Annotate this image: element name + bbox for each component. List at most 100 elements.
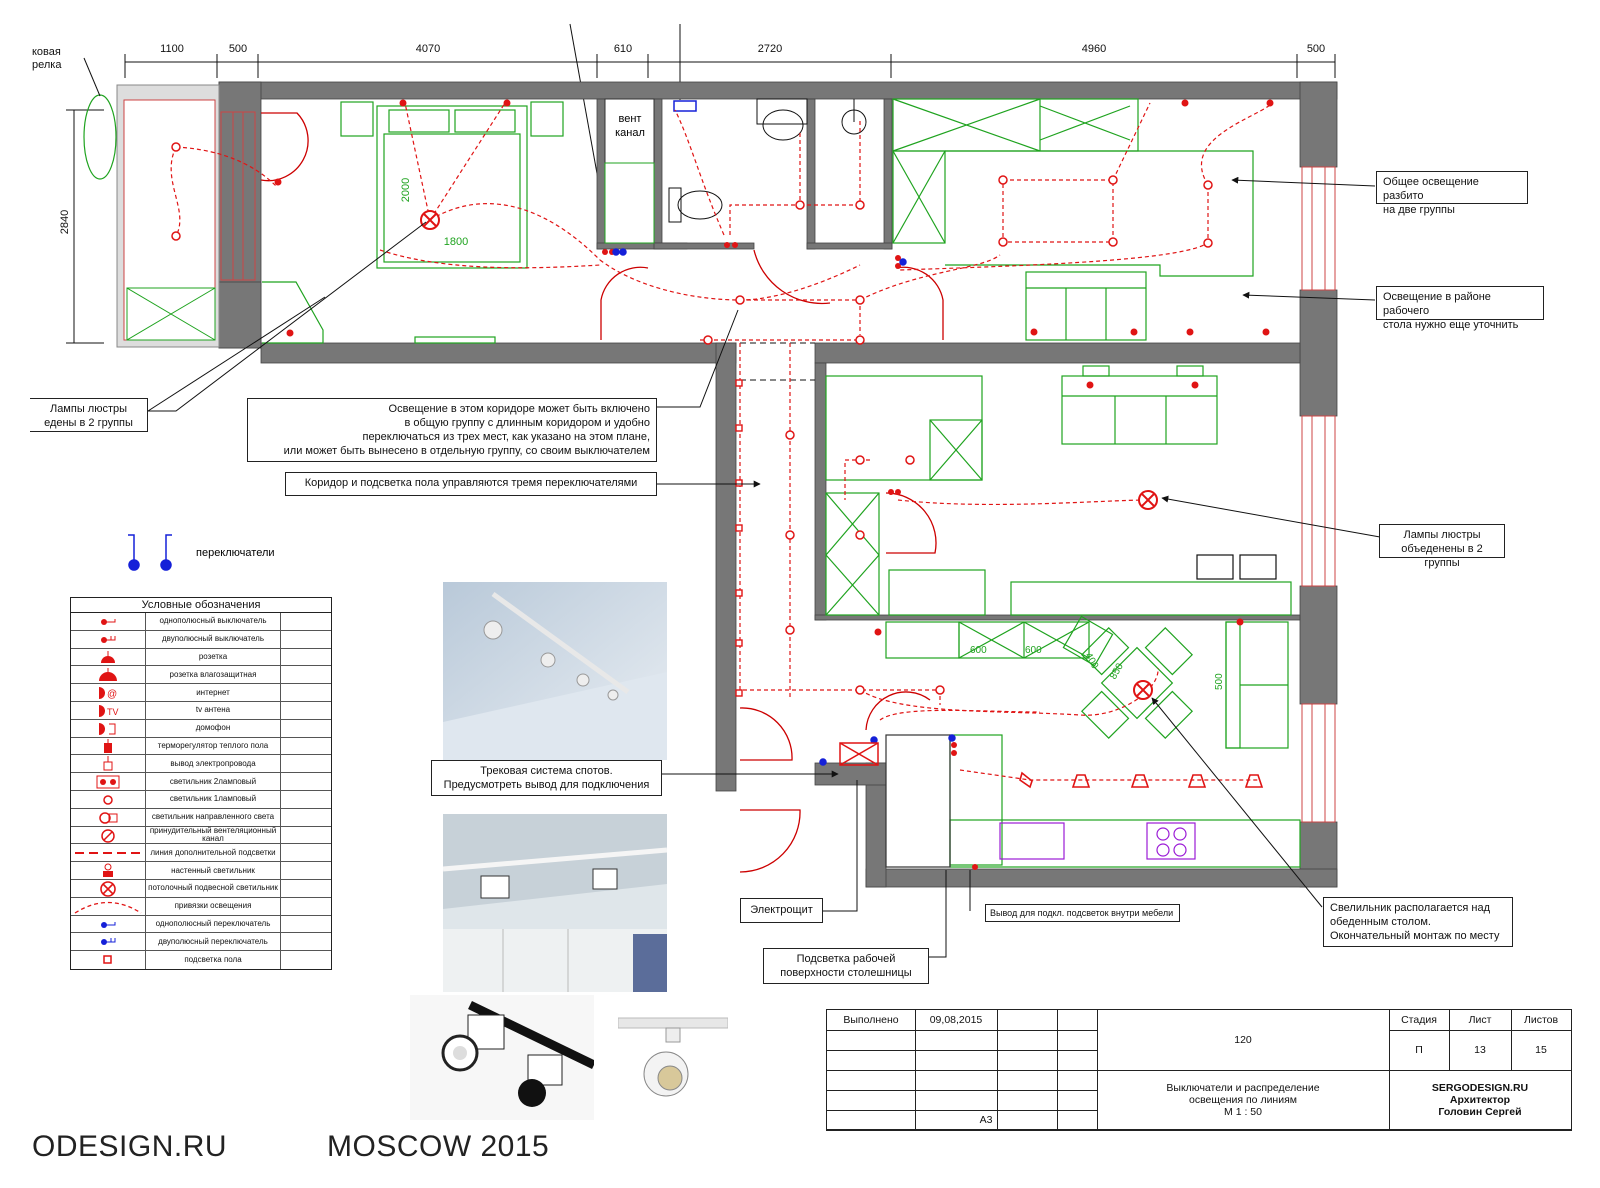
kitchen-furniture: [885, 615, 1301, 868]
socket-icon: [101, 650, 115, 663]
pendant-lamps: [420, 210, 1158, 700]
dim-400: 400: [1082, 651, 1100, 671]
spot-black-illustration: [410, 995, 594, 1120]
legend-row: розетка влагозащитная: [71, 666, 331, 685]
photo-spot-black: [410, 995, 594, 1120]
balcony: [116, 84, 256, 348]
stamp-stage-label: Стадия: [1401, 1014, 1437, 1026]
walls: [218, 81, 1338, 888]
tv-socket-icon: TV: [99, 704, 119, 717]
stamp-project-no: 120: [1234, 1034, 1252, 1046]
photo-track-ceiling: [443, 582, 667, 760]
legend: Условные обозначения однополюсный выключ…: [70, 597, 332, 970]
intercom-icon: [99, 722, 116, 735]
double-switch-icon: [101, 635, 116, 643]
dim-left: 2840: [59, 210, 71, 234]
stamp-sheets: 15: [1535, 1044, 1547, 1056]
switches-red: [602, 242, 978, 870]
legend-row: настенный светильник: [71, 862, 331, 880]
bathroom-fixtures: [604, 98, 867, 244]
stamp-sheet: 13: [1474, 1044, 1486, 1056]
legend-row: терморегулятор теплого пола: [71, 737, 331, 756]
legend-row: @интернет: [71, 684, 331, 702]
legend-row: вывод электропровода: [71, 755, 331, 774]
legend-row: принудительный вентеляционный канал: [71, 827, 331, 845]
double-lamp-icon: [96, 775, 120, 789]
vent-icon: [101, 828, 115, 843]
track-kitchen-illustration: [443, 814, 667, 992]
photo-track-kitchen: [443, 814, 667, 992]
living-room-furniture: [892, 98, 1254, 341]
middle-room-furniture: [825, 365, 1292, 616]
bedroom-furniture: [262, 101, 564, 344]
stamp-bottom-rule: [826, 1130, 1572, 1131]
spot-lamps: [1019, 771, 1264, 789]
dim-850: 850: [1108, 661, 1126, 681]
spot-lamp-icon: [99, 812, 118, 824]
footer-city: MOSCOW 2015: [327, 1130, 550, 1163]
furniture-dims: 400 850 500 600 600: [970, 645, 1225, 690]
thermostat-icon: [104, 738, 112, 753]
balcony-leader: [83, 57, 101, 97]
single-switch-icon: [101, 619, 116, 625]
legend-row: привязки освещения: [71, 897, 331, 916]
dim-500: 500: [1214, 673, 1225, 690]
stamp-date: 09,08,2015: [929, 1014, 983, 1026]
note-furniture-output: Вывод для подкл. подсветок внутри мебели: [985, 904, 1180, 922]
title-block: Выполнено 09,08,2015 120 Стадия Лист Лис…: [826, 1009, 1572, 1130]
legend-row: светильник 1ламповый: [71, 790, 331, 809]
legend-row: светильник 2ламповый: [71, 773, 331, 791]
note-corridor-switches: Коридор и подсветка пола управляются тре…: [285, 472, 657, 496]
wire-outlet-icon: [103, 756, 113, 771]
floor-lights: [735, 379, 743, 697]
dim-top-1: 1100: [160, 43, 184, 55]
switches-symbol: [128, 534, 172, 571]
dimension-labels: 1100 500 4070 610 2720 4960 500 2840: [59, 43, 1325, 234]
dim-top-4: 610: [614, 43, 632, 55]
top-left-label-2: релка: [32, 59, 62, 71]
wall-lamp-icon: [103, 863, 113, 878]
doors: [260, 112, 944, 873]
track-ceiling-illustration: [443, 582, 667, 760]
footer-site: ODESIGN.RU: [32, 1130, 228, 1163]
switches-label: переключатели: [196, 547, 275, 559]
svg-text:TV: TV: [107, 707, 119, 717]
legend-row: светильник направленного света: [71, 808, 331, 827]
balcony-marker: [83, 94, 117, 180]
arc-icon: [74, 901, 142, 914]
legend-row: подсветка пола: [71, 951, 331, 969]
stamp-sheets-label: Листов: [1523, 1014, 1559, 1026]
legend-row: двуполюсный переключатель: [71, 933, 331, 952]
waterproof-socket-icon: [99, 668, 117, 682]
dim-top-3: 4070: [416, 43, 440, 55]
vent-label-1: вент: [619, 113, 642, 125]
bed-length: 2000: [400, 178, 412, 202]
note-track-system: Трековая система спотов.Предусмотреть вы…: [431, 760, 662, 796]
legend-row: двуполюсный выключатель: [71, 630, 331, 649]
note-electric-panel: Электрощит: [740, 898, 823, 923]
legend-row: однополюсный переключатель: [71, 915, 331, 934]
floor-light-icon: [103, 955, 112, 964]
legend-row: однополюсный выключатель: [71, 613, 331, 631]
dim-top-2: 500: [229, 43, 247, 55]
ceiling-lamps: [171, 142, 1213, 695]
bed-width: 1800: [444, 236, 468, 248]
stamp-format: А3: [979, 1114, 993, 1126]
stamp-sheet-label: Лист: [1468, 1014, 1492, 1026]
vent-label-2: канал: [615, 127, 645, 139]
pass-switches: [612, 248, 956, 766]
internet-socket-icon: @: [99, 687, 117, 700]
dim-top-5: 2720: [758, 43, 782, 55]
svg-text:@: @: [107, 689, 117, 700]
stamp-done-label: Выполнено: [843, 1014, 899, 1026]
sockets: [274, 99, 1274, 636]
electric-panel: [839, 742, 879, 766]
